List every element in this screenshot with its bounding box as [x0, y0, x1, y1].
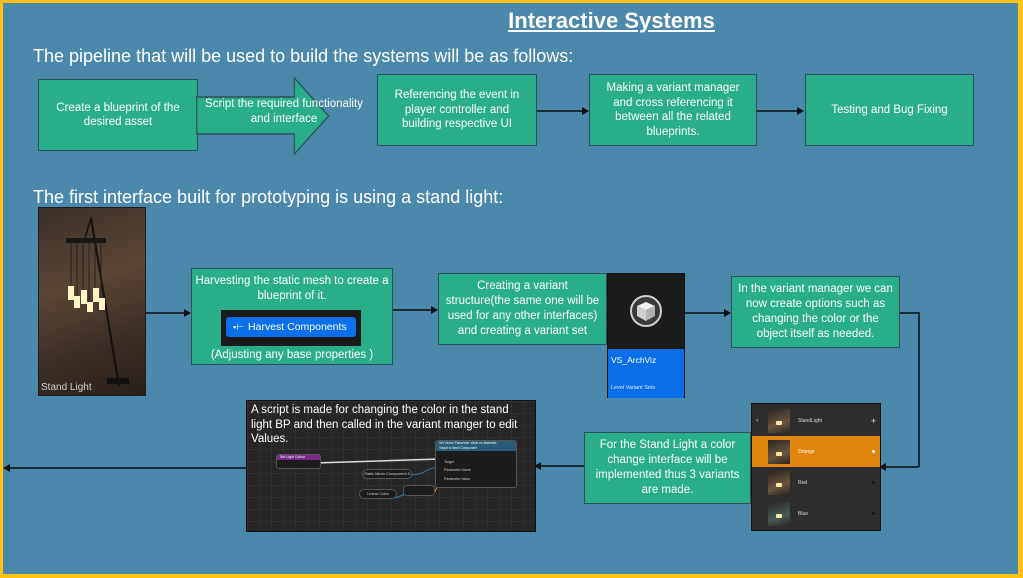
harvest-note: (Adjusting any base properties ): [210, 349, 374, 361]
function-node-header: Set Vector Parameter Value on Materials …: [436, 441, 516, 451]
connector: [900, 312, 919, 314]
asset-thumbnail: [608, 274, 684, 349]
variant-row-blue[interactable]: Blue: [752, 498, 880, 529]
arrowhead: [3, 464, 10, 472]
add-variant-icon[interactable]: +: [870, 415, 876, 426]
function-node-title: Set Vector Parameter Value on Materials: [439, 441, 497, 445]
prototype-heading: The first interface built for prototypin…: [33, 187, 504, 207]
photo-caption: Stand Light: [41, 382, 92, 393]
variant-label: Orange: [798, 448, 815, 455]
function-node-subtitle: Target is Mesh Component: [439, 445, 478, 450]
connector: [685, 312, 725, 314]
variant-thumbnail: [768, 470, 790, 495]
variant-row-orange[interactable]: Orange: [752, 436, 880, 467]
variant-list-panel: ▾ StandLight + Orange Red Blue: [751, 403, 881, 531]
event-node-set-light-colour[interactable]: Set Light Colour: [276, 454, 321, 469]
hierarchy-icon: ▪⊢: [233, 321, 245, 332]
connector: [884, 466, 919, 468]
variant-parent-label: StandLight: [798, 417, 822, 424]
connector: [757, 110, 799, 112]
variant-thumbnail: [768, 408, 790, 433]
variant-thumbnail: [768, 439, 790, 464]
connector: [918, 312, 920, 467]
harvest-components-label: Harvest Components: [248, 321, 347, 333]
param-value-pin[interactable]: Parameter Value: [444, 477, 471, 481]
color-variable-node[interactable]: Linear Color: [359, 489, 397, 499]
blueprint-script-panel: A script is made for changing the color …: [246, 400, 536, 532]
cube-icon: [630, 295, 662, 327]
connector: [537, 110, 587, 112]
arrowhead: [184, 309, 191, 317]
connector: [540, 465, 584, 467]
inactive-dot-icon: [872, 481, 875, 484]
function-node-set-vector-param[interactable]: Set Vector Parameter Value on Materials …: [435, 440, 517, 488]
active-dot-icon: [872, 450, 875, 453]
asset-info: VS_ArchViz Level Variant Sets: [608, 349, 684, 398]
arrowhead: [879, 463, 886, 471]
arrowhead: [797, 107, 804, 115]
pipeline-step-2-arrow: [196, 76, 330, 156]
asset-type: Level Variant Sets: [611, 385, 656, 391]
arrowhead: [534, 462, 541, 470]
stand-light-illustration: [66, 217, 129, 387]
asset-name: VS_ArchViz: [611, 355, 657, 365]
event-node-title: Set Light Colour: [277, 455, 320, 460]
pipeline-step-1: Create a blueprint of the desired asset: [38, 79, 198, 151]
arrowhead: [582, 107, 589, 115]
page-title: Interactive Systems: [508, 8, 715, 33]
mesh-variable-node[interactable]: Static Mesh Component 0: [362, 469, 412, 479]
pipeline-step-3: Referencing the event in player controll…: [377, 74, 537, 146]
pipeline-step-2: Script the required functionality and in…: [205, 98, 363, 125]
variant-manager-box: In the variant manager we can now create…: [731, 276, 900, 348]
pipeline-heading: The pipeline that will be used to build …: [33, 46, 574, 66]
stand-light-photo: Stand Light: [38, 207, 146, 396]
collapse-icon[interactable]: ▾: [756, 417, 759, 424]
arrowhead: [724, 309, 731, 317]
pipeline-step-5: Testing and Bug Fixing: [805, 74, 974, 146]
make-color-node[interactable]: [403, 485, 435, 496]
harvest-components-button[interactable]: ▪⊢ Harvest Components: [226, 317, 356, 337]
target-pin[interactable]: Target: [444, 460, 454, 464]
arrowhead: [431, 306, 438, 314]
connector: [8, 467, 246, 469]
variant-thumbnail: [768, 501, 790, 526]
connector: [393, 309, 431, 311]
harvest-box: Harvesting the static mesh to create a b…: [191, 268, 393, 365]
harvest-text: Harvesting the static mesh to create a b…: [195, 275, 389, 302]
connector: [146, 312, 184, 314]
variant-parent-row[interactable]: ▾ StandLight +: [752, 405, 880, 436]
asset-card[interactable]: VS_ArchViz Level Variant Sets: [607, 273, 685, 398]
harvest-button-panel: ▪⊢ Harvest Components: [221, 310, 361, 346]
variant-label: Blue: [798, 510, 809, 517]
pipeline-step-4: Making a variant manager and cross refer…: [589, 74, 757, 146]
variant-structure-box: Creating a variant structure(the same on…: [438, 273, 607, 345]
param-name-pin[interactable]: Parameter Name: [444, 468, 471, 472]
script-description: A script is made for changing the color …: [251, 404, 518, 445]
variant-row-red[interactable]: Red: [752, 467, 880, 498]
variant-label: Red: [798, 479, 808, 486]
inactive-dot-icon: [872, 512, 875, 515]
color-change-box: For the Stand Light a color change inter…: [584, 432, 751, 504]
